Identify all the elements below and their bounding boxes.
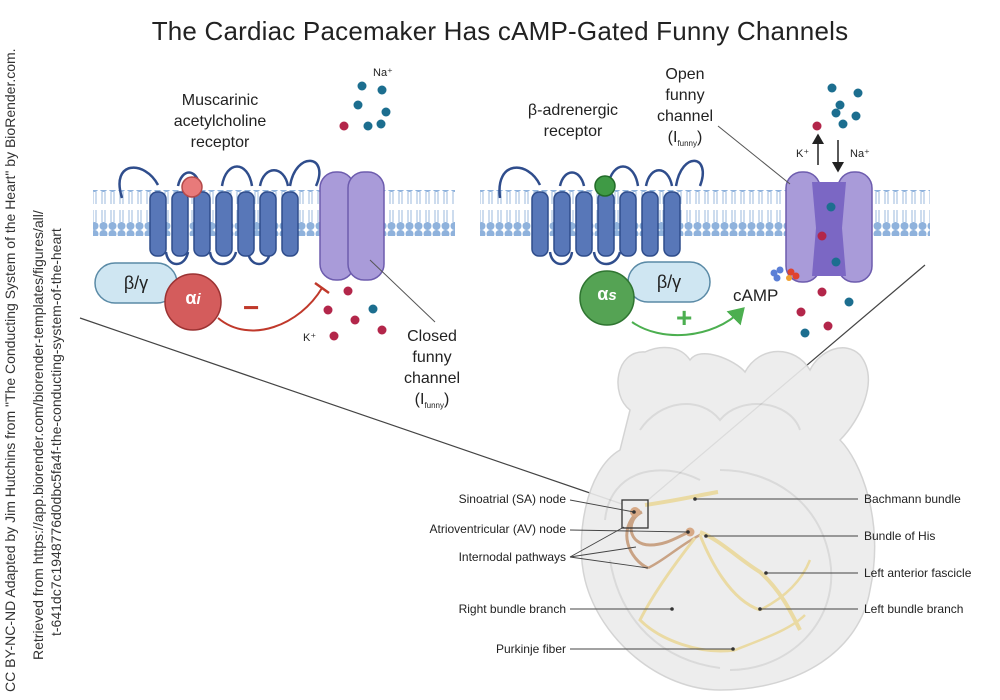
muscarinic-receptor [118, 159, 321, 266]
closed-funny-channel [319, 171, 385, 281]
heart-label-av-node: Atrioventricular (AV) node [429, 522, 567, 536]
stimulation-sign: + [676, 302, 693, 333]
left-na-label: Na⁺ [373, 67, 393, 79]
camp-label: cAMP [733, 286, 779, 305]
beta-adrenergic-receptor [498, 159, 705, 266]
heart-label-left-anterior-fascicle: Left anterior fascicle [864, 566, 972, 580]
heart-illustration [580, 346, 876, 691]
heart-label-left-bundle-branch: Left bundle branch [864, 602, 964, 616]
zoom-line-left [79, 317, 623, 505]
alpha-s-label: αs [597, 284, 617, 304]
heart-label-purkinje-fiber: Purkinje fiber [495, 642, 566, 656]
inhibition-bar [314, 281, 330, 295]
right-na-label: Na⁺ [850, 148, 870, 160]
sa-node-zoom-box [621, 499, 649, 529]
closed-channel-leader [369, 259, 436, 323]
open-channel-leader [717, 125, 791, 185]
muscarinic-receptor-label: Muscarinic acetylcholine receptor [173, 92, 267, 151]
inhibition-arrow [217, 287, 323, 332]
heart-label-bundle-of-his: Bundle of His [864, 529, 936, 543]
open-channel-label: Open funny channel (Ifunny) [656, 66, 714, 149]
heart-label-bachmann-bundle: Bachmann bundle [864, 492, 961, 506]
heart-label-internodal-pathways: Internodal pathways [458, 550, 566, 564]
alpha-s-subunit [579, 270, 635, 326]
right-k-label: K⁺ [796, 148, 810, 160]
left-beta-gamma-label: β/γ [123, 273, 149, 293]
alpha-i-subunit [164, 273, 222, 331]
norepinephrine-ligand [594, 175, 616, 197]
camp-molecules [770, 266, 800, 282]
heart-label-sa-node: Sinoatrial (SA) node [458, 492, 566, 506]
beta-adrenergic-receptor-label: β-adrenergic receptor [527, 102, 619, 140]
closed-channel-label: Closed funny channel (Ifunny) [403, 328, 461, 411]
heart-label-right-bundle-branch: Right bundle branch [458, 602, 566, 616]
acetylcholine-ligand [181, 176, 203, 198]
right-beta-gamma-label: β/γ [656, 272, 682, 292]
stimulation-arrow [631, 307, 745, 337]
page-title: The Cardiac Pacemaker Has cAMP-Gated Fun… [151, 16, 849, 46]
inhibition-sign: − [243, 292, 260, 323]
alpha-i-label: αi [185, 288, 201, 308]
open-funny-channel [785, 171, 873, 283]
left-k-label: K⁺ [303, 332, 317, 344]
